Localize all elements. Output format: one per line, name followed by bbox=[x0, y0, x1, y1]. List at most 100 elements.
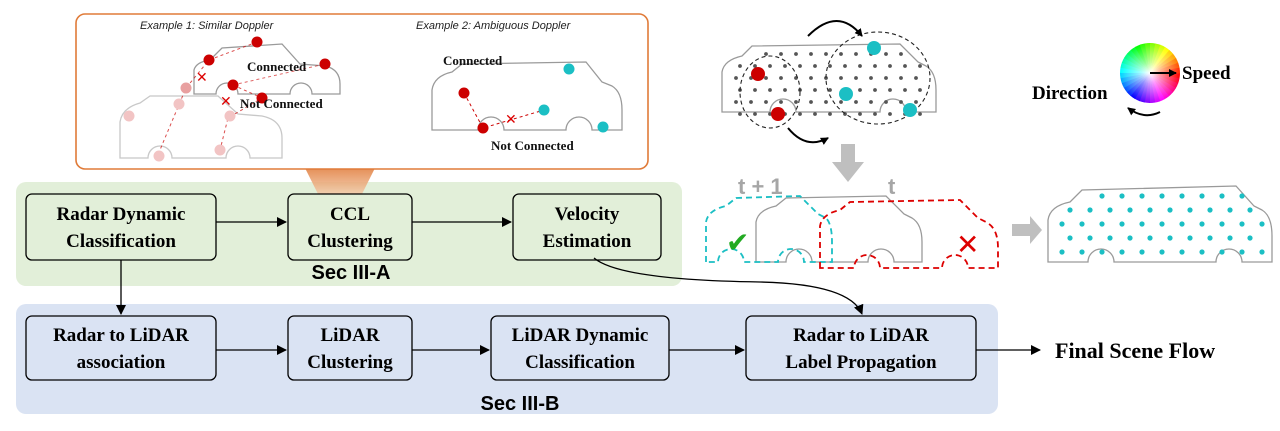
box-line: Radar to LiDAR bbox=[53, 325, 189, 346]
lidar-point bbox=[828, 88, 832, 92]
scene-flow-point bbox=[1099, 221, 1105, 227]
lidar-point bbox=[764, 76, 768, 80]
final-scene-flow-label: Final Scene Flow bbox=[1055, 338, 1215, 363]
lidar-point bbox=[824, 76, 828, 80]
box-line: LiDAR bbox=[320, 325, 379, 346]
lidar-point bbox=[888, 88, 892, 92]
scene-flow-point bbox=[1207, 207, 1213, 213]
legend-direction-label: Direction bbox=[1032, 83, 1108, 104]
lidar-point bbox=[798, 64, 802, 68]
scene-flow-point bbox=[1199, 221, 1205, 227]
box-line: Radar Dynamic bbox=[57, 204, 186, 225]
lidar-point bbox=[858, 64, 862, 68]
lidar-point bbox=[839, 52, 843, 56]
box-line: association bbox=[77, 352, 166, 373]
lidar-point bbox=[854, 76, 858, 80]
sec-b-label: Sec III-B bbox=[481, 393, 560, 415]
scene-flow-point bbox=[1107, 207, 1113, 213]
scene-flow-point bbox=[1087, 207, 1093, 213]
scene-flow-point bbox=[1159, 193, 1165, 199]
lidar-point bbox=[809, 52, 813, 56]
lidar-point bbox=[779, 76, 783, 80]
scene-flow-points bbox=[1059, 193, 1265, 255]
scene-flow-point bbox=[1179, 221, 1185, 227]
lidar-point bbox=[854, 100, 858, 104]
example-2-connected-label: Connected bbox=[443, 53, 503, 68]
lidar-point bbox=[899, 100, 903, 104]
gray-right-arrow bbox=[1012, 216, 1042, 244]
lidar-point bbox=[824, 100, 828, 104]
box-radar-to-lidar-association: Radar to LiDAR association bbox=[25, 315, 217, 381]
lidar-point bbox=[753, 64, 757, 68]
lidar-point bbox=[753, 88, 757, 92]
scene-flow-point bbox=[1119, 221, 1125, 227]
lidar-point bbox=[738, 112, 742, 116]
check-icon: ✔ bbox=[726, 226, 749, 259]
lidar-point bbox=[734, 100, 738, 104]
lidar-point bbox=[768, 64, 772, 68]
fused-car-illustration bbox=[721, 20, 937, 145]
scene-flow-point bbox=[1099, 249, 1105, 255]
example-2-links bbox=[463, 92, 545, 129]
scene-flow-point bbox=[1067, 235, 1073, 241]
scene-flow-point bbox=[1227, 235, 1233, 241]
scene-flow-point bbox=[1227, 207, 1233, 213]
example-1-car-back bbox=[119, 95, 283, 159]
scene-flow-point bbox=[1199, 193, 1205, 199]
lidar-point bbox=[884, 100, 888, 104]
scene-flow-point bbox=[1187, 235, 1193, 241]
lidar-point bbox=[764, 52, 768, 56]
lidar-point bbox=[839, 76, 843, 80]
scene-flow-point bbox=[1067, 207, 1073, 213]
scene-flow-point bbox=[1247, 207, 1253, 213]
scene-flow-point bbox=[1167, 207, 1173, 213]
lidar-point bbox=[888, 112, 892, 116]
lidar-point bbox=[873, 64, 877, 68]
lidar-point bbox=[854, 52, 858, 56]
lidar-point bbox=[899, 76, 903, 80]
lidar-point bbox=[914, 100, 918, 104]
lidar-point bbox=[918, 112, 922, 116]
box-line: LiDAR Dynamic bbox=[512, 325, 649, 346]
lidar-point bbox=[873, 112, 877, 116]
scene-flow-point bbox=[1219, 249, 1225, 255]
lidar-point bbox=[809, 100, 813, 104]
box-lidar-dynamic-classification: LiDAR Dynamic Classification bbox=[490, 315, 670, 381]
lidar-point bbox=[753, 112, 757, 116]
lidar-point bbox=[828, 112, 832, 116]
lidar-point bbox=[839, 100, 843, 104]
lidar-point bbox=[768, 112, 772, 116]
scene-flow-point bbox=[1179, 193, 1185, 199]
example-2-points bbox=[458, 63, 609, 134]
scene-flow-point bbox=[1139, 193, 1145, 199]
box-line: CCL bbox=[330, 204, 370, 225]
scene-flow-point bbox=[1159, 249, 1165, 255]
lidar-point bbox=[869, 76, 873, 80]
scene-flow-point bbox=[1139, 249, 1145, 255]
lidar-point bbox=[899, 52, 903, 56]
lidar-point bbox=[794, 52, 798, 56]
example-1-title: Example 1: Similar Doppler bbox=[140, 20, 275, 32]
lidar-point bbox=[794, 100, 798, 104]
lidar-point bbox=[869, 100, 873, 104]
box-radar-to-lidar-label-propagation: Radar to LiDAR Label Propagation bbox=[745, 315, 977, 381]
lidar-point bbox=[918, 64, 922, 68]
example-1-cross-b: ✕ bbox=[220, 93, 232, 109]
scene-flow-point bbox=[1147, 235, 1153, 241]
box-lidar-clustering: LiDAR Clustering bbox=[287, 315, 413, 381]
direction-speed-legend: Speed Direction bbox=[1032, 43, 1231, 117]
cross-icon: ✕ bbox=[956, 228, 979, 261]
lidar-point bbox=[764, 100, 768, 104]
example-2-not-connected-label: Not Connected bbox=[491, 138, 574, 153]
lidar-point bbox=[783, 64, 787, 68]
scene-flow-point bbox=[1259, 249, 1265, 255]
scene-flow-point bbox=[1119, 249, 1125, 255]
lidar-point bbox=[843, 64, 847, 68]
lidar-point bbox=[918, 88, 922, 92]
box-line: Velocity bbox=[555, 204, 620, 225]
scene-flow-point bbox=[1159, 221, 1165, 227]
lidar-point bbox=[813, 64, 817, 68]
lidar-point bbox=[903, 64, 907, 68]
lidar-points bbox=[734, 52, 922, 116]
lidar-point bbox=[828, 64, 832, 68]
